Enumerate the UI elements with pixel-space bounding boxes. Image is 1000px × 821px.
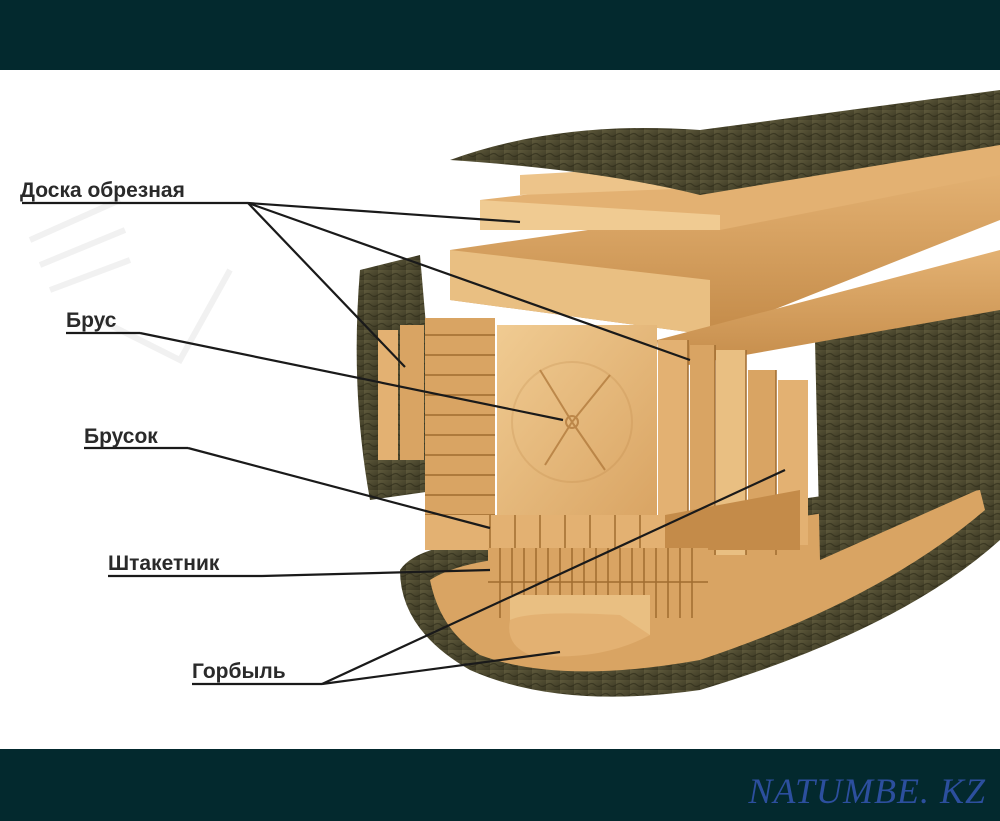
- label-bar: Брусок: [84, 425, 158, 448]
- bottom-slab-wood: [509, 613, 650, 657]
- right-slab-shape: [815, 300, 1000, 560]
- label-slab: Горбыль: [192, 660, 286, 683]
- bottom-band: [0, 749, 1000, 821]
- lumber-diagram: Доска обрезная Брус Брусок Штакетник Гор…: [0, 70, 1000, 749]
- label-beam: Брус: [66, 309, 117, 332]
- background-chevrons: [28, 197, 233, 364]
- label-edged-board: Доска обрезная: [20, 179, 185, 202]
- label-picket: Штакетник: [108, 552, 220, 575]
- top-slab-shape: [450, 90, 1000, 195]
- top-band: [0, 0, 1000, 70]
- log-cutaway-illustration: [22, 90, 1000, 697]
- watermark-text: NATUMBE. KZ: [748, 771, 986, 811]
- left-plank-stack: [425, 318, 495, 528]
- leader-lines: [22, 201, 786, 686]
